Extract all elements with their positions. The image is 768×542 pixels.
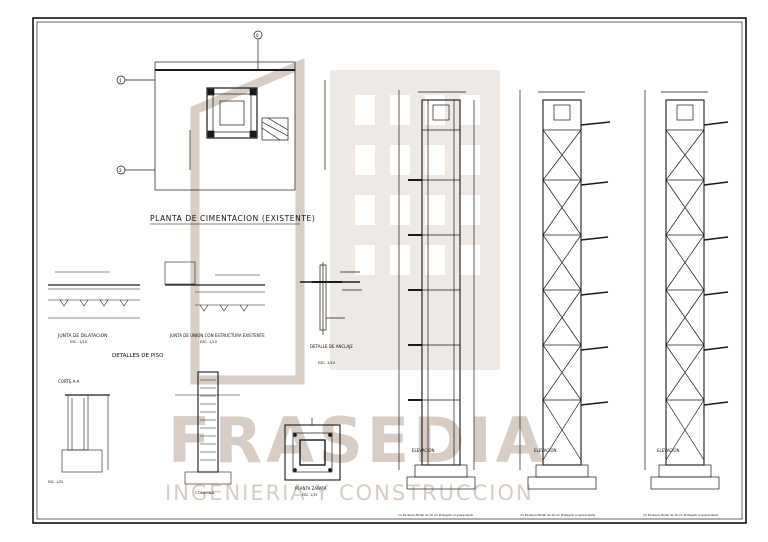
elevation-1-caption: (1) Escalera Modal de 10 cm Protegido al…: [398, 513, 474, 517]
detail-juntas-scale: ESC. 1/10: [70, 340, 87, 344]
elevation-2-caption: (2) Escalera Modal de 10 cm Protegido al…: [520, 513, 596, 517]
sheet-inner-border: [36, 21, 743, 520]
section-a-scale: ESC. 1/25: [48, 480, 63, 484]
detail-union-title: JUNTA DE UNION CON ESTRUCTURA EXISTENTE: [169, 333, 265, 338]
detail-anclaje-title: DETALLE DE ANCLAJE: [310, 344, 353, 349]
elevation-3-label: ELEVACION: [657, 448, 680, 453]
grid-label-2: 2: [119, 168, 122, 173]
grid-label-top: 0: [256, 33, 259, 38]
elevation-3: [644, 90, 729, 490]
watermark-subtitle: INGENIERIA Y CONSTRUCCION: [165, 481, 534, 505]
elevation-1: [398, 90, 476, 490]
sheet-border: [32, 17, 747, 524]
detail-union: [164, 261, 265, 312]
footing-plan-detail: [284, 418, 341, 481]
detail-juntas: [48, 271, 140, 319]
footing-plan-scale: ESC. 1/25: [302, 493, 317, 497]
elevation-2: [519, 90, 611, 490]
footing-plan-title: PLANTA ZAPATA: [295, 486, 327, 491]
detail-union-scale: ESC. 1/10: [200, 340, 217, 344]
section-detail: [61, 394, 110, 473]
column-title: COLUMNA: [195, 490, 214, 495]
elevation-3-caption: (3) Escalera Modal de 10 cm Protegido al…: [643, 513, 719, 517]
grid-label-1: 1: [119, 78, 122, 83]
detalles-piso-label: DETALLES DE PISO: [112, 353, 164, 359]
elevation-1-label: ELEVACION: [412, 448, 435, 453]
elevation-2-label: ELEVACION: [534, 448, 557, 453]
watermark: FRASEDIA INGENIERIA Y CONSTRUCCION: [165, 58, 548, 505]
column-detail: [175, 371, 240, 485]
detail-anclaje: [300, 262, 362, 335]
detail-anclaje-scale: ESC. 1/10: [318, 361, 335, 365]
foundation-plan: 0 1 2: [116, 30, 326, 191]
detail-juntas-title: JUNTA DE DILATACION: [57, 333, 108, 339]
section-a-title: CORTE A-A: [58, 379, 80, 384]
watermark-brand: FRASEDIA: [168, 404, 548, 477]
foundation-plan-title: PLANTA DE CIMENTACION (EXISTENTE): [150, 214, 315, 223]
